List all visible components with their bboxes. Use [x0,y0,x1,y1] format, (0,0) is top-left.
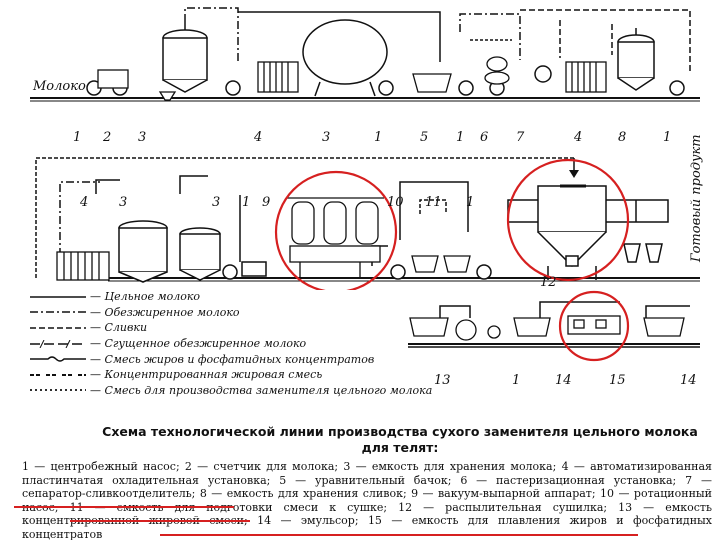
top-tank-3 [163,22,207,92]
lower-item-numbers: 13 1 14 15 14 [434,373,697,388]
output-product-label: Готовый продукт [689,134,704,263]
legend-row: — Смесь для производства заменителя цель… [30,383,470,399]
svg-text:1: 1 [512,373,520,388]
svg-text:3: 3 [322,130,330,145]
svg-text:15: 15 [609,373,626,388]
svg-text:6: 6 [480,130,488,145]
svg-text:1: 1 [663,130,671,145]
caption-text: 1 — центробежный насос; 2 — счетчик для … [22,460,712,540]
svg-text:9: 9 [262,195,270,210]
legend-slash-line [30,340,86,348]
figure-caption: 1 — центробежный насос; 2 — счетчик для … [22,460,712,540]
svg-text:1: 1 [456,130,464,145]
legend-row: — Концентрированная жировая смесь [30,367,470,383]
mid-cooler [57,252,109,280]
svg-text:10: 10 [387,195,404,210]
top-separator [485,57,509,84]
svg-text:4: 4 [253,130,262,145]
mid-mix-tanks [412,256,470,272]
svg-text:11: 11 [425,195,442,210]
svg-text:3: 3 [119,195,127,210]
svg-text:14: 14 [555,373,572,388]
legend-doubledash-line [30,371,86,379]
svg-text:7: 7 [516,130,525,145]
svg-text:1: 1 [466,195,474,210]
top-item-numbers: 1 2 3 4 3 1 5 1 6 7 4 8 1 [73,130,671,145]
svg-text:14: 14 [680,373,697,388]
legend-dash-line [30,324,86,332]
svg-text:3: 3 [138,130,146,145]
legend-solid-line [30,293,86,301]
figure-title: Схема технологической линии производства… [100,424,700,456]
legend-dotted-line [30,386,86,394]
spray-dryer [508,186,668,280]
legend-row: — Обезжиренное молоко [30,305,470,321]
svg-text:5: 5 [420,130,428,145]
legend-row: — Смесь жиров и фосфатидных концентратов [30,351,470,367]
legend-row: — Сгущенное обезжиренное молоко [30,336,470,352]
svg-text:1: 1 [242,195,250,210]
mid-tanks [119,221,220,282]
svg-text:4: 4 [79,195,88,210]
input-milk-label: Молоко [32,79,86,94]
highlight-underline [70,520,250,522]
evaporator [286,198,384,278]
label-12: 12 [540,275,557,290]
svg-text:3: 3 [212,195,220,210]
svg-text:4: 4 [573,130,582,145]
legend-dashdot-line [30,308,86,316]
legend-row: — Цельное молоко [30,289,470,305]
svg-text:1: 1 [73,130,81,145]
top-cream-tank [618,28,654,90]
mid-item-numbers: 4 3 3 1 9 10 11 1 [79,195,474,210]
line-legend: — Цельное молоко — Обезжиренное молоко —… [30,289,470,398]
svg-text:2: 2 [102,130,111,145]
legend-row: — Сливки [30,320,470,336]
highlight-underline [14,506,234,508]
top-main-pipe [30,98,700,101]
top-tank-large [303,20,387,96]
svg-text:8: 8 [618,130,626,145]
highlight-underline [160,534,638,536]
legend-wave-line [30,355,86,363]
process-scheme: Молоко [0,0,720,290]
svg-text:1: 1 [374,130,382,145]
